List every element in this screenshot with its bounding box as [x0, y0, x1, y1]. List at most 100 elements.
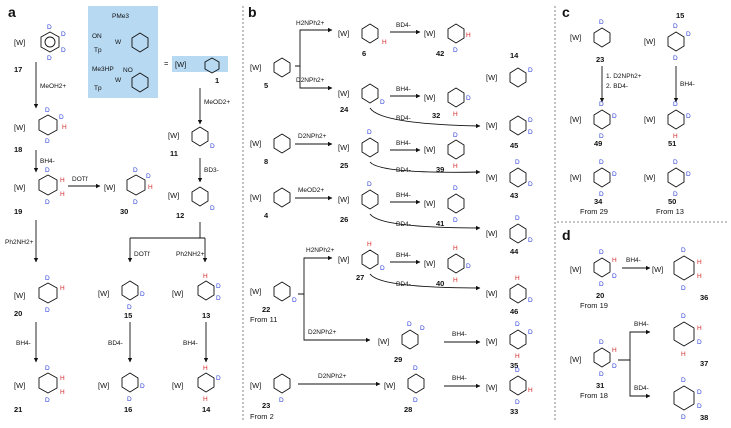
- svg-text:[W]: [W]: [570, 173, 581, 182]
- svg-text:[W]: [W]: [168, 131, 179, 140]
- compound-37: D H D H 37: [673, 313, 708, 368]
- label-23-c: 23: [596, 55, 604, 64]
- compound-34: [W] D D D 34 From 29: [570, 159, 617, 216]
- label-42: 42: [436, 49, 444, 58]
- reagent-bh4-20: BH4-: [16, 340, 31, 347]
- compound-35: [W] D D H 35: [486, 321, 533, 370]
- svg-text:D: D: [528, 297, 533, 304]
- compound-23-c: [W] D 23: [570, 19, 611, 64]
- svg-text:D: D: [466, 263, 471, 270]
- compound-19: [W] D H H D 19: [14, 167, 65, 216]
- reagent-c-step1: 1. D2NPh2+: [606, 73, 642, 80]
- svg-text:D: D: [216, 375, 221, 382]
- compound-23: [W] D 23 From 2: [250, 373, 291, 421]
- reagent-bh4-18: BH4-: [40, 158, 55, 165]
- compound-22: [W] D 22 From 11: [250, 281, 297, 324]
- svg-text:D: D: [686, 171, 691, 178]
- svg-text:D: D: [453, 185, 458, 192]
- svg-text:D: D: [127, 304, 132, 311]
- svg-text:D: D: [599, 101, 604, 108]
- svg-text:D: D: [515, 159, 520, 166]
- compound-45: [W] D D 45: [486, 115, 533, 150]
- svg-text:D: D: [292, 297, 297, 304]
- compound-27: [W] H D 27: [338, 241, 385, 282]
- svg-text:D: D: [528, 117, 533, 124]
- svg-text:[W]: [W]: [384, 381, 395, 390]
- svg-text:D: D: [681, 313, 686, 320]
- svg-text:[W]: [W]: [172, 381, 183, 390]
- label-29: 29: [394, 355, 402, 364]
- svg-text:D: D: [673, 23, 678, 30]
- compound-38: D D D D 38: [673, 377, 708, 422]
- svg-text:[W]: [W]: [486, 289, 497, 298]
- label-33: 33: [510, 407, 518, 416]
- svg-text:H: H: [466, 32, 471, 39]
- note-from-13: From 13: [656, 207, 684, 216]
- svg-text:[W]: [W]: [486, 121, 497, 130]
- label-21: 21: [14, 405, 22, 414]
- svg-text:PMe3: PMe3: [112, 13, 129, 20]
- svg-text:D: D: [528, 67, 533, 74]
- compound-14-b: [W] D 14: [486, 51, 533, 88]
- svg-text:D: D: [380, 99, 385, 106]
- svg-text:[W]: [W]: [104, 183, 115, 192]
- svg-text:H: H: [60, 177, 65, 184]
- svg-text:H: H: [673, 133, 678, 140]
- compound-4: [W] 4: [250, 187, 291, 220]
- reagent-bh4-24: BH4-: [396, 86, 411, 93]
- reagent-bd4-26: BD4-: [396, 221, 411, 228]
- compound-12: [W] D 12: [168, 186, 215, 220]
- compound-5: [W] 5: [250, 57, 291, 90]
- svg-text:D: D: [697, 403, 702, 410]
- compound-46: [W] H D 46: [486, 275, 533, 316]
- svg-text:D: D: [210, 143, 215, 150]
- svg-text:D: D: [515, 367, 520, 374]
- compound-20: [W] D H D 20: [14, 275, 65, 318]
- svg-text:[W]: [W]: [486, 383, 497, 392]
- label-43: 43: [510, 191, 518, 200]
- label-14-b: 14: [510, 51, 519, 60]
- svg-text:[W]: [W]: [14, 381, 25, 390]
- label-20-d: 20: [596, 291, 604, 300]
- label-51: 51: [668, 139, 676, 148]
- label-23: 23: [262, 401, 270, 410]
- label-50: 50: [668, 197, 676, 206]
- reagent-ph2nh2-12: Ph2NH2+: [176, 251, 205, 258]
- svg-text:[W]: [W]: [14, 38, 25, 47]
- reagent-bd3: BD3-: [204, 167, 219, 174]
- svg-text:D: D: [61, 31, 66, 38]
- svg-text:D: D: [599, 191, 604, 198]
- label-26: 26: [340, 215, 348, 224]
- svg-text:Tp: Tp: [94, 47, 102, 54]
- svg-text:[W]: [W]: [570, 355, 581, 364]
- svg-text:D: D: [673, 55, 678, 62]
- svg-text:H: H: [453, 277, 458, 284]
- label-40: 40: [436, 279, 444, 288]
- svg-text:D: D: [279, 397, 284, 404]
- label-34: 34: [594, 197, 603, 206]
- reagent-meoh2: MeOH2+: [40, 83, 66, 90]
- label-36: 36: [700, 293, 708, 302]
- svg-text:D: D: [127, 396, 132, 403]
- svg-text:[W]: [W]: [172, 289, 183, 298]
- svg-text:H: H: [62, 124, 67, 131]
- svg-text:H: H: [203, 365, 208, 372]
- svg-text:H: H: [453, 163, 458, 170]
- label-1: 1: [215, 76, 219, 85]
- svg-text:[W]: [W]: [644, 37, 655, 46]
- svg-text:D: D: [528, 129, 533, 136]
- svg-text:D: D: [45, 167, 50, 174]
- svg-text:[W]: [W]: [424, 199, 435, 208]
- note-from-2: From 2: [250, 412, 274, 421]
- svg-text:D: D: [380, 265, 385, 272]
- reagent-bd4-27: BD4-: [396, 281, 411, 288]
- svg-text:D: D: [140, 383, 145, 390]
- svg-text:[W]: [W]: [570, 265, 581, 274]
- compound-39: [W] D H 39: [424, 132, 465, 174]
- svg-text:D: D: [612, 113, 617, 120]
- svg-text:[W]: [W]: [644, 173, 655, 182]
- svg-text:D: D: [45, 107, 50, 114]
- label-39: 39: [436, 165, 444, 174]
- note-from-29: From 29: [580, 207, 608, 216]
- svg-text:D: D: [45, 138, 50, 145]
